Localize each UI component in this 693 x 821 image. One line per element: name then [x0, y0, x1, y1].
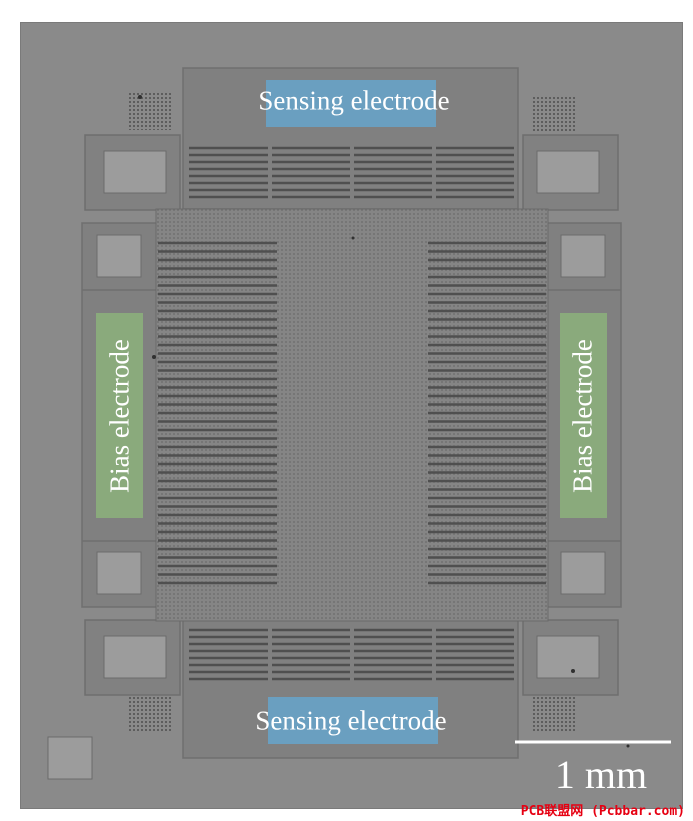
sensing-electrode-top-label: Sensing electrode — [258, 85, 450, 116]
bond-pad — [103, 635, 167, 679]
dot-array — [128, 92, 172, 130]
bond-pad — [560, 551, 606, 595]
dust-speck — [351, 236, 355, 240]
comb-fingers-left — [158, 241, 277, 585]
bias-electrode-right-highlight — [560, 313, 607, 518]
die-border — [20, 22, 683, 809]
dot-array — [531, 96, 575, 132]
sensing-electrode-bottom-highlight — [268, 697, 438, 744]
bias-electrode-right-label: Bias electrode — [567, 339, 598, 493]
watermark-text: PCB联盟网 (Pcbbar.com) — [520, 804, 685, 819]
comb-fingers-right — [428, 241, 546, 585]
bond-pad — [560, 234, 606, 278]
bond-pad — [536, 635, 600, 679]
bond-pad — [96, 234, 142, 278]
proof-mass — [155, 208, 549, 622]
dot-array — [128, 693, 172, 731]
dust-speck — [626, 744, 630, 748]
bond-pad — [103, 150, 167, 194]
bias-electrode-left-label: Bias electrode — [104, 339, 135, 493]
comb-fingers-top — [189, 146, 514, 199]
bias-electrode-left-highlight — [96, 313, 143, 518]
dust-speck — [571, 669, 575, 673]
bond-pad — [96, 551, 142, 595]
scale-bar-label: 1 mm — [554, 752, 648, 797]
bond-pad — [47, 736, 93, 780]
dust-speck — [152, 355, 156, 359]
dot-array — [531, 693, 575, 731]
sensing-electrode-top-highlight — [266, 80, 436, 127]
bond-pad — [536, 150, 600, 194]
dust-speck — [138, 95, 142, 99]
comb-fingers-bottom — [189, 628, 514, 681]
sensing-electrode-bottom-label: Sensing electrode — [255, 705, 447, 736]
